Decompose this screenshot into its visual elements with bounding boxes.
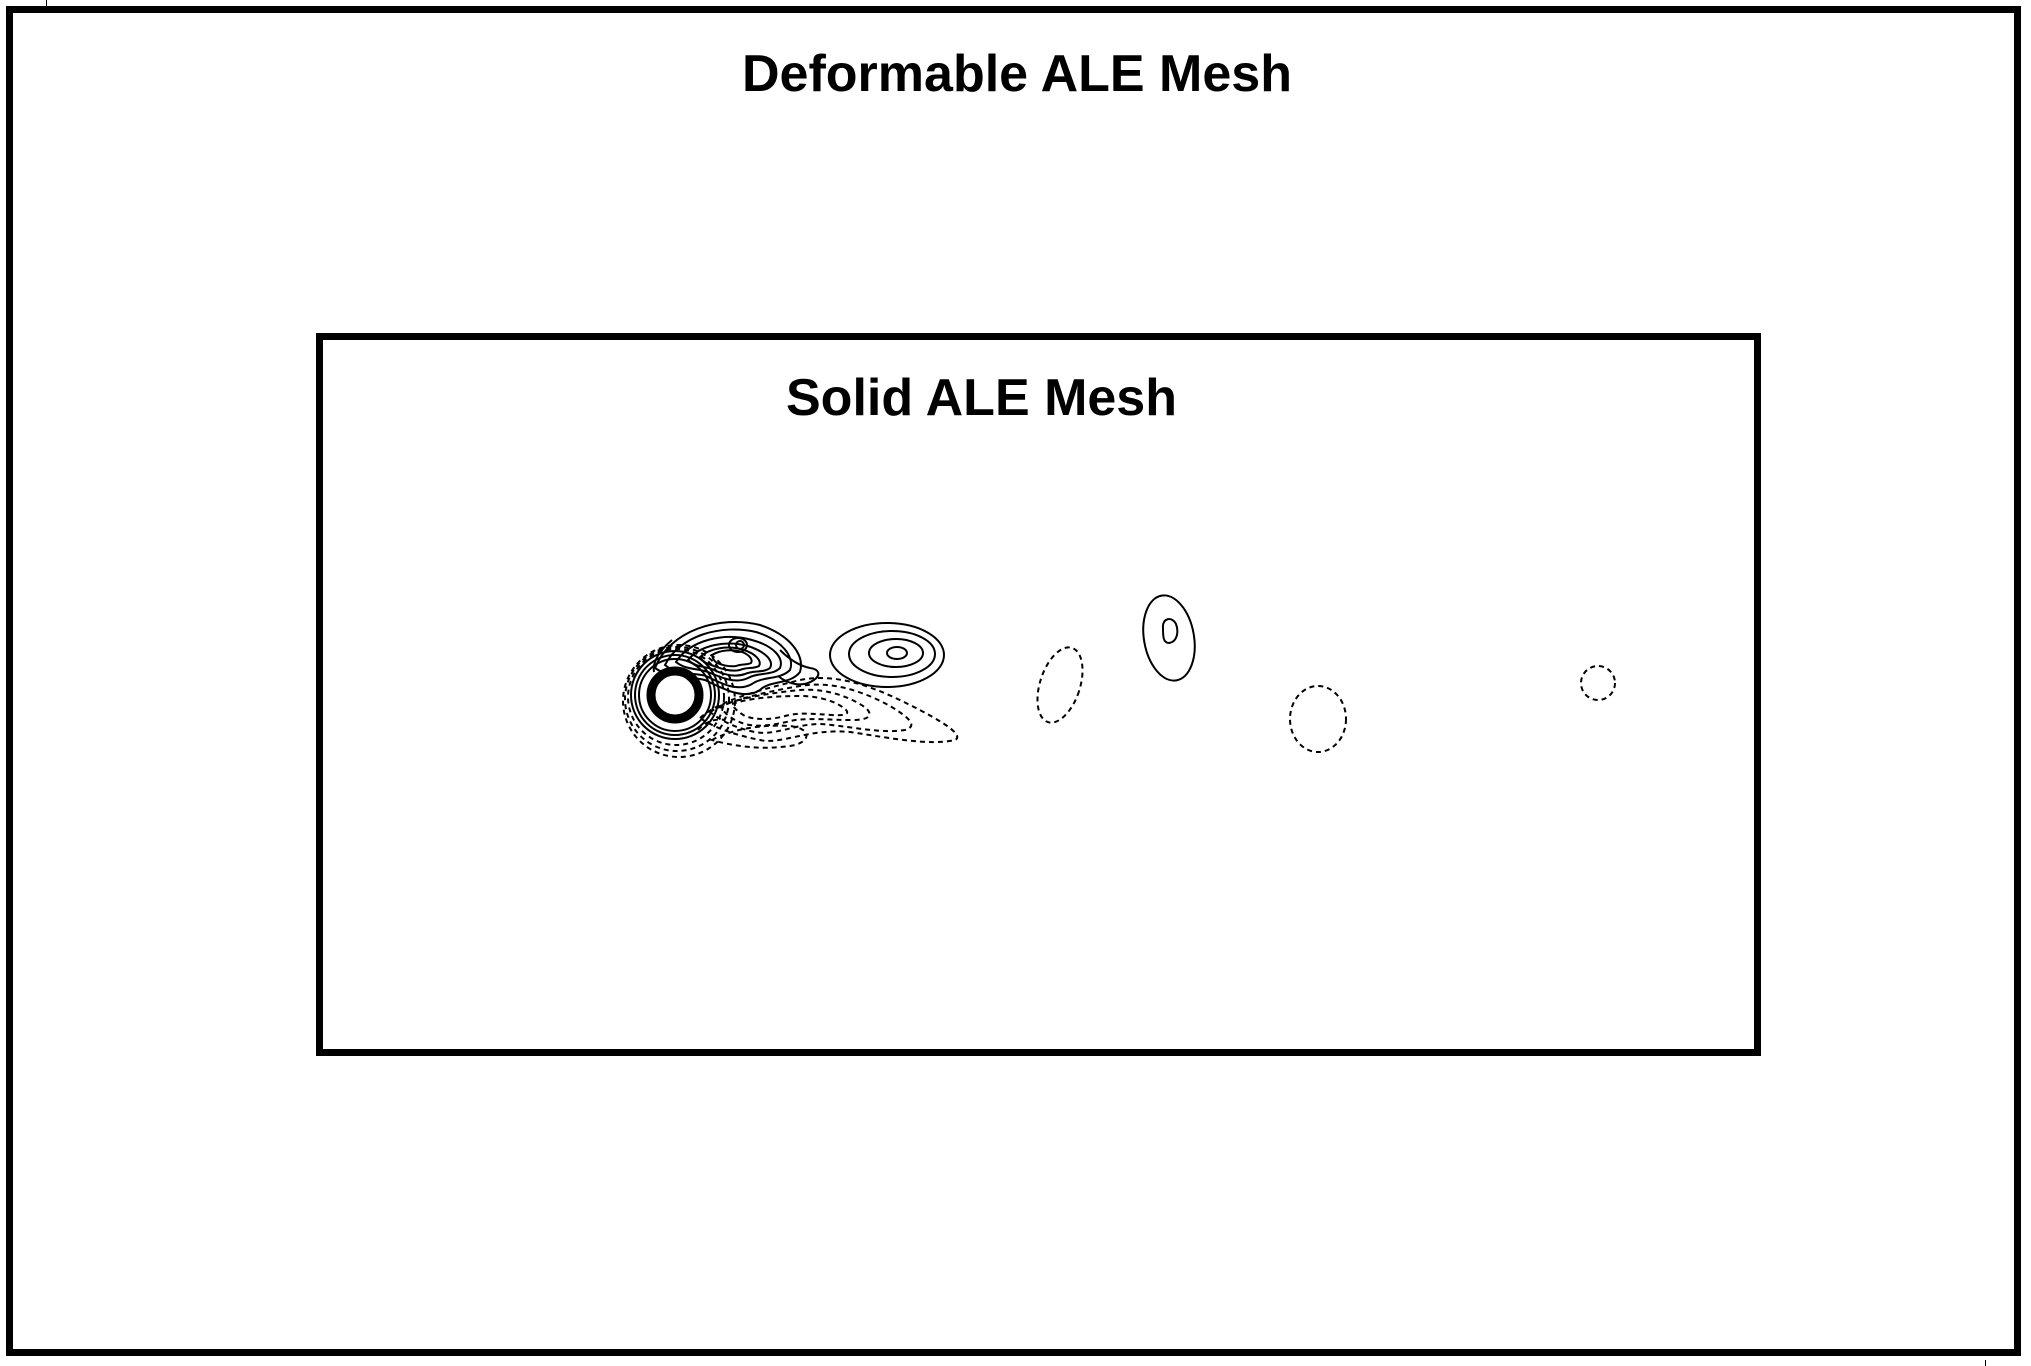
solid-ale-mesh-label: Solid ALE Mesh xyxy=(786,369,1177,427)
solid-ale-mesh-boundary xyxy=(316,333,1761,1056)
deformable-ale-mesh-boundary xyxy=(6,6,2021,1356)
deformable-ale-mesh-label: Deformable ALE Mesh xyxy=(742,45,1292,103)
corner-tick-top-left xyxy=(46,0,47,6)
corner-tick-bottom-right xyxy=(1985,1360,1986,1366)
